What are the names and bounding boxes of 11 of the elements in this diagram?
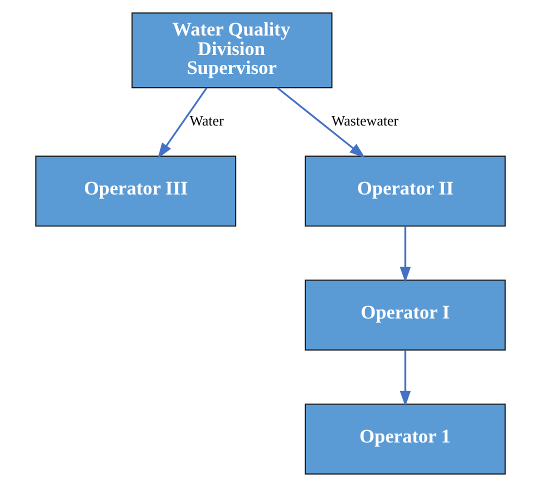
arrow [399, 226, 410, 283]
arrow [157, 87, 207, 158]
node-box: Operator I [304, 280, 506, 351]
node-box: Operator II [304, 156, 506, 227]
edge-label: Water [189, 114, 224, 130]
arrow [276, 87, 365, 158]
node-box: Operator 1 [304, 404, 506, 475]
node-box: Operator III [34, 156, 236, 227]
edge-label: Wastewater [330, 114, 398, 130]
arrow [399, 350, 410, 406]
node-box: Water Quality Division Supervisor [131, 12, 332, 88]
